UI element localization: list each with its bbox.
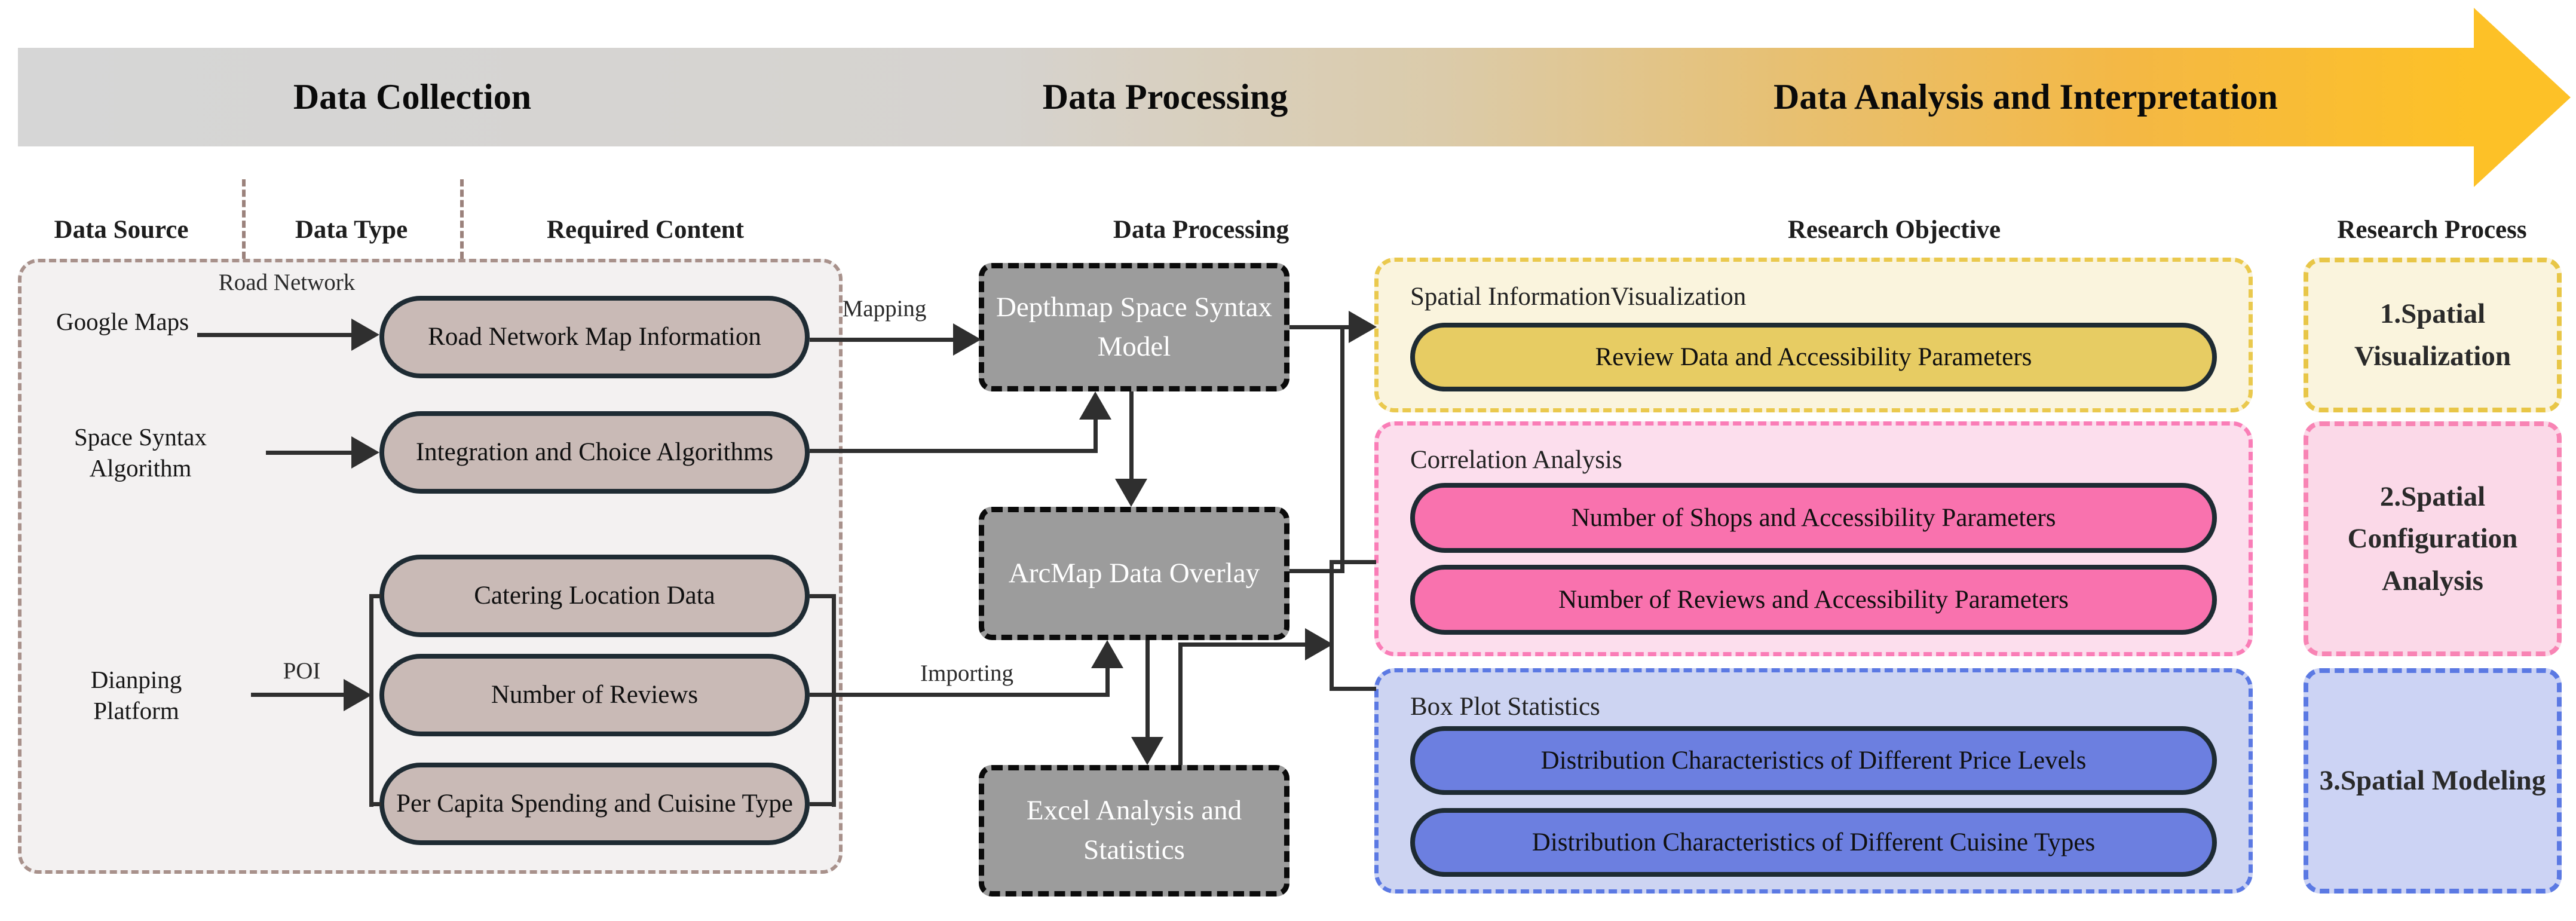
pill-integration-choice: Integration and Choice Algorithms	[379, 411, 810, 494]
arrow-into-bracket-head	[1305, 628, 1333, 660]
arrow-poi-line	[251, 693, 344, 697]
bracket-right-stub-mid	[810, 693, 836, 697]
banner-gradient-arrow-body	[18, 48, 2475, 146]
source-google-maps: Google Maps	[56, 308, 189, 335]
bracket-left-vertical	[369, 594, 373, 807]
arrow-into-arcmap-top-head	[1115, 479, 1147, 507]
line-integration-out	[810, 449, 1098, 453]
process-step-2: 2.Spatial Configuration Analysis	[2304, 421, 2562, 656]
bracket-left-stub-bottom	[369, 802, 381, 806]
banner-stage-processing: Data Processing	[1042, 77, 1288, 117]
line-excel-up	[1178, 644, 1183, 765]
header-required-content: Required Content	[546, 216, 745, 244]
pill-shops-accessibility: Number of Shops and Accessibility Parame…	[1410, 483, 2217, 553]
pill-review-data: Review Data and Accessibility Parameters	[1410, 323, 2217, 391]
pill-cuisine-types: Distribution Characteristics of Differen…	[1410, 808, 2217, 877]
line-importing	[832, 693, 1108, 697]
box-excel: Excel Analysis and Statistics	[979, 765, 1289, 896]
box-arcmap: ArcMap Data Overlay	[979, 507, 1289, 640]
arrow-road-network-line	[197, 333, 351, 337]
header-separator-1	[242, 179, 246, 259]
edge-label-road-network: Road Network	[218, 270, 356, 295]
pill-reviews-accessibility: Number of Reviews and Accessibility Para…	[1410, 565, 2217, 635]
pill-catering-location: Catering Location Data	[379, 555, 810, 637]
edge-label-mapping: Mapping	[842, 296, 927, 322]
edge-label-poi: POI	[283, 658, 321, 684]
pill-per-capita: Per Capita Spending and Cuisine Type	[379, 763, 810, 845]
source-space-syntax: Space Syntax Algorithm	[73, 423, 207, 482]
process-step-3: 3.Spatial Modeling	[2304, 668, 2562, 894]
label-spatial-visualization: Spatial InformationVisualization	[1410, 283, 1747, 311]
header-research-objective: Research Objective	[1787, 216, 2001, 244]
line-arcmap-out	[1289, 569, 1344, 573]
arrow-into-yellow-head	[1349, 311, 1377, 343]
header-data-type: Data Type	[295, 216, 408, 244]
line-integration-up	[1094, 418, 1098, 453]
arrow-into-arcmap-bottom-head	[1091, 640, 1123, 668]
pill-road-network-map: Road Network Map Information	[379, 296, 810, 378]
header-data-source: Data Source	[54, 216, 189, 244]
line-excel-right	[1178, 642, 1306, 647]
arrow-mapping-line	[810, 338, 953, 342]
header-data-processing: Data Processing	[1113, 216, 1289, 244]
arrow-space-syntax-head	[351, 436, 379, 469]
line-into-blue	[1330, 687, 1376, 691]
bracket-right-vertical	[832, 594, 836, 807]
header-separator-2	[460, 179, 464, 259]
line-into-pink	[1330, 560, 1376, 564]
banner-stage-collection: Data Collection	[293, 77, 532, 117]
process-step-1: 1.Spatial Visualization	[2304, 258, 2562, 412]
line-merge-vertical	[1340, 325, 1344, 573]
arrow-into-depthmap-head	[1079, 391, 1111, 420]
line-depthmap-down	[1129, 391, 1134, 481]
banner-stage-analysis: Data Analysis and Interpretation	[1774, 77, 2278, 117]
bracket-right-stub-bottom	[810, 802, 836, 806]
label-correlation: Correlation Analysis	[1410, 446, 1622, 474]
pill-price-levels: Distribution Characteristics of Differen…	[1410, 726, 2217, 795]
header-research-process: Research Process	[2337, 216, 2527, 244]
label-boxplot: Box Plot Statistics	[1410, 693, 1600, 721]
edge-label-importing: Importing	[920, 660, 1013, 686]
arrow-road-network-head	[351, 319, 379, 351]
pill-number-reviews: Number of Reviews	[379, 654, 810, 736]
bracket-objective-vertical	[1330, 560, 1334, 691]
banner-arrowhead-icon	[2474, 8, 2571, 187]
line-arcmap-down	[1145, 640, 1150, 739]
bracket-right-stub-top	[810, 594, 836, 598]
bracket-left-stub-top	[369, 594, 381, 598]
arrow-into-excel-head	[1131, 737, 1163, 765]
arrow-poi-head	[344, 679, 372, 711]
line-depthmap-out	[1289, 325, 1349, 329]
source-dianping: Dianping Platform	[90, 666, 182, 725]
box-depthmap: Depthmap Space Syntax Model	[979, 263, 1289, 391]
arrow-space-syntax-line	[266, 451, 351, 455]
arrow-mapping-head	[953, 323, 981, 356]
line-importing-up	[1105, 668, 1110, 697]
